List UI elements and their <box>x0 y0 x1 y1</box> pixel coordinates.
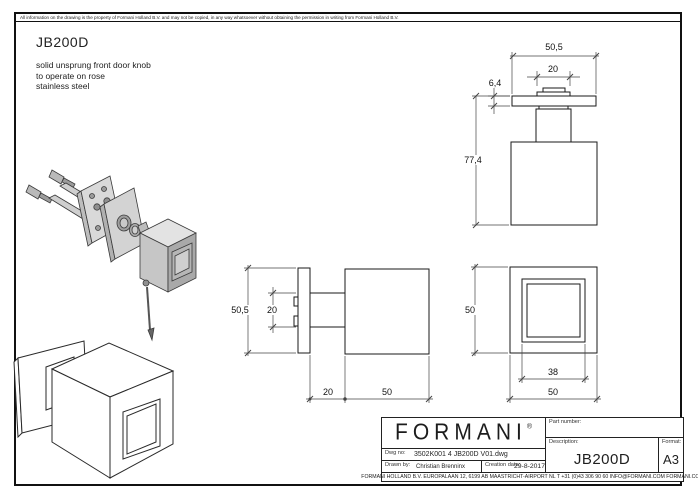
dim-label-front-knob-width: 50 <box>545 387 561 397</box>
drawn-by-label: Drawn by: <box>385 462 411 468</box>
description-label: Description: <box>549 439 579 445</box>
description-line-1: solid unsprung front door knob <box>36 60 151 70</box>
description-line-3: stainless steel <box>36 81 90 91</box>
description-value: JB200D <box>573 451 631 468</box>
company-footer-cell: FORMANI HOLLAND B.V. EUROPALAAN 12, 6199… <box>361 472 698 482</box>
dwg-no-value: 3502K001 4 JB200D V01.dwg <box>414 451 508 458</box>
description-cell: Description: JB200D <box>545 437 659 473</box>
isometric-outline-drawing <box>13 340 175 479</box>
exploded-assembly-drawing <box>25 169 197 342</box>
part-number-label: Part number: <box>549 419 582 425</box>
dwg-no-label: Dwg no: <box>385 450 406 456</box>
drawn-by-value: Christian Brenninx <box>416 464 466 470</box>
dim-label-side-rose-height: 50,5 <box>229 305 251 315</box>
registered-mark: ® <box>526 423 532 431</box>
side-view-drawing <box>293 267 430 355</box>
copyright-disclaimer: All information on the drawing is the pr… <box>16 14 680 22</box>
format-value: A3 <box>663 452 679 467</box>
top-view-drawing <box>510 87 598 226</box>
company-footer-text: FORMANI HOLLAND B.V. EUROPALAAN 12, 6199… <box>361 474 698 480</box>
dim-label-side-neck-depth: 20 <box>320 387 336 397</box>
dim-label-top-rose-width: 50,5 <box>543 42 565 52</box>
part-number-cell: Part number: <box>545 417 684 438</box>
description-line-2: to operate on rose <box>36 70 105 81</box>
product-code-title: JB200D <box>36 34 89 50</box>
dim-label-front-recess-width: 38 <box>545 367 561 377</box>
sheet-border <box>14 12 682 486</box>
dim-label-front-knob-height: 50 <box>462 305 478 315</box>
creation-date-label: Creation date: <box>485 462 521 468</box>
formani-logo: FORMANI® <box>395 420 532 445</box>
title-block-logo-cell: FORMANI® <box>381 417 546 449</box>
product-description: solid unsprung front door knob to operat… <box>36 60 151 92</box>
format-label: Format: <box>662 439 682 445</box>
dim-label-rose-thickness: 6,4 <box>486 78 504 88</box>
dim-label-total-height: 77,4 <box>462 155 484 165</box>
dim-label-top-neck-width: 20 <box>545 64 561 74</box>
format-cell: Format: A3 <box>658 437 684 473</box>
dim-label-side-neck-height: 20 <box>264 305 280 315</box>
dim-label-side-knob-depth: 50 <box>379 387 395 397</box>
creation-date-value: 29-8-2017 <box>514 463 545 470</box>
front-view-drawing <box>509 266 598 354</box>
